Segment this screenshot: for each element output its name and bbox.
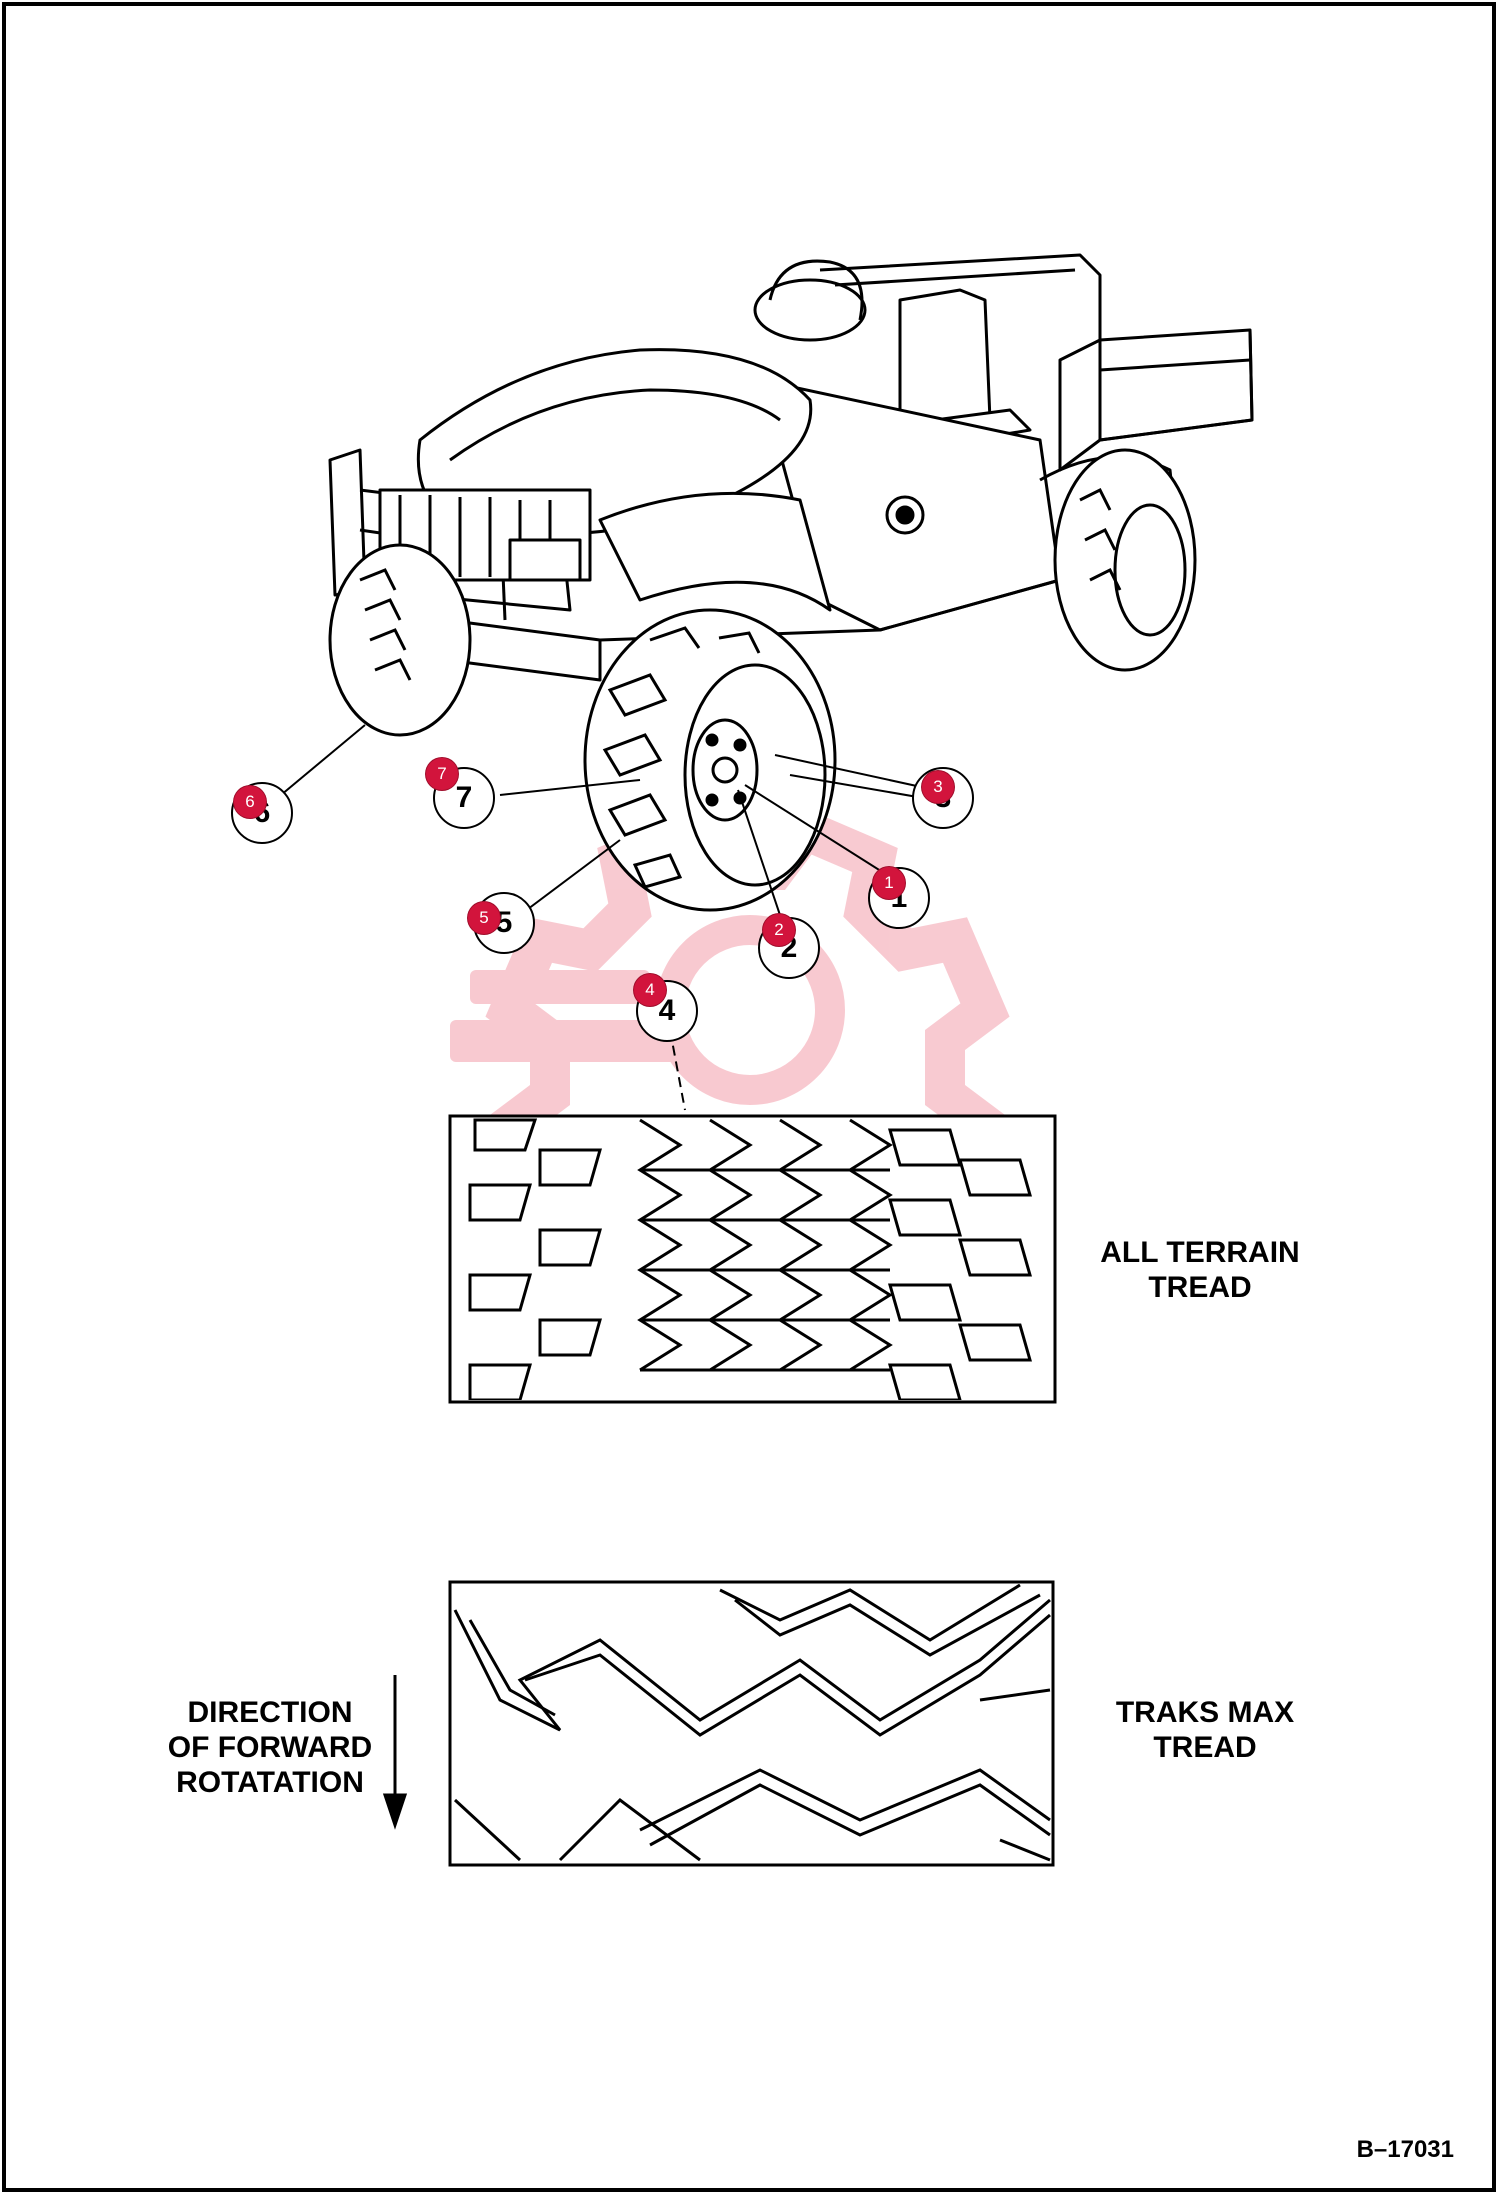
all-terrain-tread-label: ALL TERRAIN TREAD <box>1100 1236 1300 1304</box>
callout-marker-2[interactable]: 2 <box>763 914 795 946</box>
tread-lugs-right <box>888 1128 1032 1400</box>
tread-lugs-left <box>468 1118 602 1400</box>
callout-marker-3[interactable]: 3 <box>922 771 954 803</box>
utility-vehicle-drawing <box>328 253 1254 682</box>
callout-marker-7[interactable]: 7 <box>426 758 458 790</box>
direction-of-forward-rotation-label: DIRECTION OF FORWARD ROTATATION <box>167 1696 373 1799</box>
traks-max-tread-label: TRAKS MAX TREAD <box>1115 1696 1295 1764</box>
traks-max-tread-panel <box>448 1580 1055 1867</box>
direction-arrow-icon <box>382 1675 408 1830</box>
callout-marker-1[interactable]: 1 <box>873 867 905 899</box>
all-terrain-tread-panel <box>448 1114 1057 1404</box>
ring-callout-2: 2 <box>758 917 820 979</box>
callout-marker-5[interactable]: 5 <box>468 902 500 934</box>
wheel-front-left <box>328 543 472 737</box>
leader-lines <box>274 724 936 1111</box>
wheel-front-right <box>583 608 837 912</box>
callout-marker-4[interactable]: 4 <box>634 974 666 1006</box>
wheel-rear <box>1053 448 1197 672</box>
drawing-number: B–17031 <box>1356 2136 1454 2163</box>
tread-center-chevrons <box>637 1118 893 1372</box>
callout-marker-6[interactable]: 6 <box>234 786 266 818</box>
